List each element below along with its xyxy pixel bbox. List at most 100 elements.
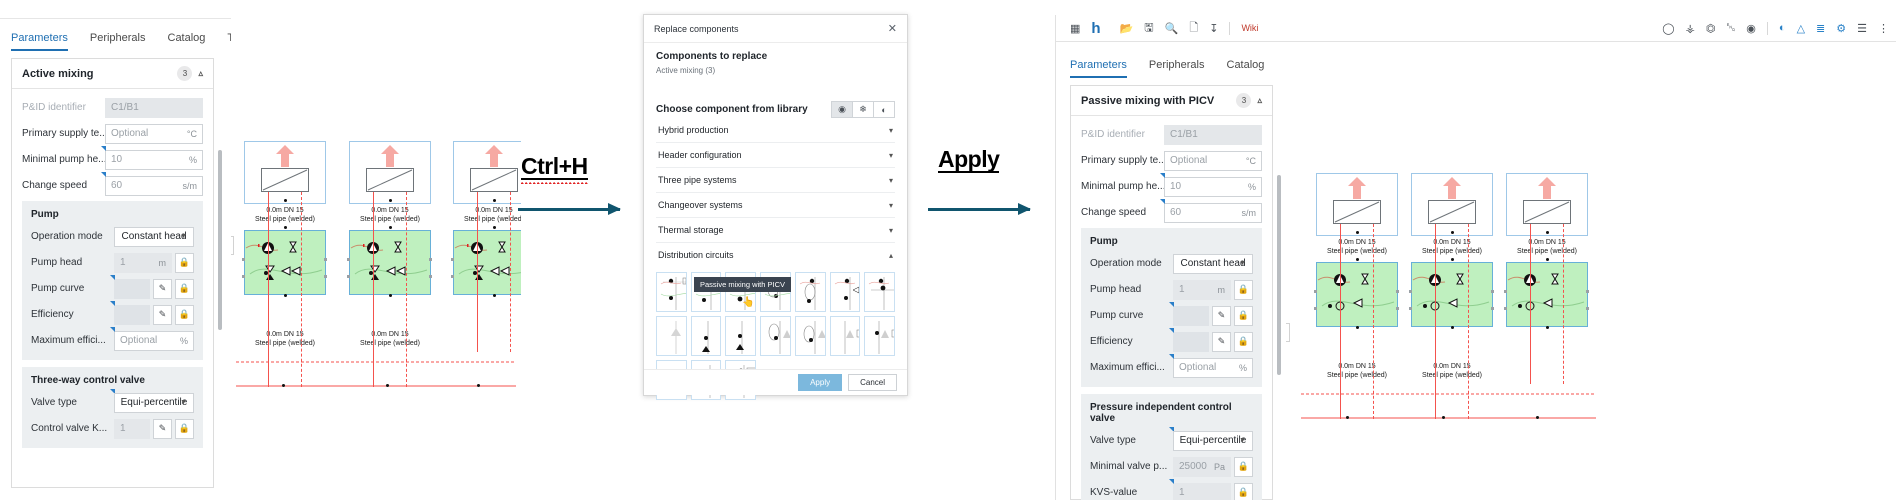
accordion-thermal-storage[interactable]: Thermal storage ▾	[656, 218, 895, 243]
app-toolbar[interactable]: ▦ h 📂 🖫 🔍 🗋 ↧ Wiki ◯ ⚶ ⏣ ␅ ◉ ◐ △ ≣ ⚙	[1056, 15, 1896, 42]
field-row[interactable]: Change speed 60 s/m	[22, 172, 203, 196]
cancel-button[interactable]: Cancel	[848, 374, 897, 391]
component-thumbnail[interactable]	[690, 316, 722, 356]
app-grid-icon[interactable]: ▦	[1070, 22, 1081, 35]
wiki-link[interactable]: Wiki	[1241, 23, 1259, 33]
component-thumbnail[interactable]	[794, 272, 826, 312]
new-document-icon[interactable]: 🗋	[1189, 21, 1199, 34]
field-row[interactable]: Pump head 1 m 🔒	[31, 252, 194, 273]
edit-icon[interactable]: ✎	[1212, 305, 1231, 326]
field-row[interactable]: Minimal pump he... 10 %	[1081, 173, 1262, 197]
right-panel-scrollbar[interactable]	[1277, 175, 1281, 375]
operation-mode-select[interactable]: Constant head ▼	[1173, 253, 1253, 274]
left-schematic-canvas[interactable]: ‹ 0.0m DN 15 Steel pipe (welded)	[231, 18, 521, 500]
close-icon[interactable]: ✕	[887, 23, 897, 35]
snowflake-icon[interactable]: ❄	[852, 101, 874, 118]
edit-icon[interactable]: ✎	[153, 418, 172, 439]
field-row[interactable]: KVS-value 1 🔒	[1090, 479, 1253, 500]
list-icon[interactable]: ☰	[1857, 22, 1867, 35]
field-row[interactable]: Pump curve ✎ 🔒	[1090, 302, 1253, 326]
measure-icon[interactable]: ⚶	[1685, 22, 1695, 35]
operation-mode-select[interactable]: Constant head ▼	[114, 226, 194, 247]
right-card-header[interactable]: Passive mixing with PICV 3 ▵	[1071, 86, 1272, 116]
schematic-unit[interactable]: 0.0m DN 15 Steel pipe (welded)	[242, 141, 327, 401]
tab-peripherals[interactable]: Peripherals	[1148, 59, 1205, 71]
table-icon[interactable]: ⏣	[1705, 22, 1716, 35]
refresh-icon[interactable]: ◉	[831, 101, 853, 118]
brand-logo-h[interactable]: h	[1091, 19, 1101, 37]
efficiency-field[interactable]	[114, 304, 150, 325]
maximum-efficiency-field[interactable]: Optional %	[1173, 357, 1253, 378]
lock-icon[interactable]: 🔒	[1234, 279, 1253, 300]
field-row[interactable]: Maximum effici... Optional %	[1090, 354, 1253, 378]
component-thumbnail[interactable]	[794, 316, 826, 356]
pump-curve-field[interactable]	[1173, 305, 1209, 326]
circuit-green-box[interactable]	[1316, 262, 1398, 327]
left-card-header[interactable]: Active mixing 3 ▵	[12, 59, 213, 89]
field-row[interactable]: Operation mode Constant head ▼	[31, 226, 194, 247]
lock-icon[interactable]: 🔒	[1234, 456, 1253, 477]
component-thumbnail[interactable]	[656, 272, 687, 312]
chart-icon[interactable]: ␅	[1726, 21, 1736, 34]
globe-icon[interactable]: ◉	[1746, 22, 1756, 35]
minimal-pump-head-field[interactable]: 10 %	[105, 149, 203, 170]
canvas-collapse-handle[interactable]: ‹	[231, 236, 234, 255]
field-row[interactable]: Primary supply te... Optional °C	[22, 123, 203, 144]
lock-icon[interactable]: 🔒	[175, 304, 194, 325]
minimal-pump-head-field[interactable]: 10 %	[1164, 176, 1262, 197]
circuit-green-box[interactable]	[349, 230, 431, 295]
efficiency-field[interactable]	[1173, 331, 1209, 352]
pid-identifier-field[interactable]: C1/B1	[1164, 124, 1262, 145]
accordion-header-configuration[interactable]: Header configuration ▾	[656, 143, 895, 168]
settings-icon[interactable]: ⚙	[1836, 22, 1847, 35]
field-row[interactable]: Minimal valve p... 25000 Pa 🔒	[1090, 456, 1253, 477]
accordion-distribution-circuits[interactable]: Distribution circuits ▴	[658, 250, 893, 260]
lock-icon[interactable]: 🔒	[175, 278, 194, 299]
gauge-icon[interactable]: ◐	[1778, 22, 1786, 34]
field-row[interactable]: Minimal pump he... 10 %	[22, 146, 203, 170]
field-row[interactable]: Valve type Equi-percentile ▼	[1090, 427, 1253, 451]
apply-button[interactable]: Apply	[798, 374, 843, 391]
tab-catalog[interactable]: Catalog	[167, 32, 206, 44]
field-row[interactable]: Pump curve ✎ 🔒	[31, 275, 194, 299]
flow-icon[interactable]: ≣	[1816, 22, 1826, 35]
primary-supply-temp-field[interactable]: Optional °C	[105, 123, 203, 144]
pump-curve-field[interactable]	[114, 278, 150, 299]
tab-parameters[interactable]: Parameters	[11, 32, 68, 51]
schematic-unit[interactable]: 0.0m DN 15 Steel pipe (welded)	[1314, 173, 1399, 433]
component-thumbnail[interactable]	[760, 316, 791, 356]
component-thumbnail[interactable]	[864, 316, 895, 356]
valve-type-select[interactable]: Equi-percentile ▼	[114, 392, 194, 413]
field-row[interactable]: Efficiency ✎ 🔒	[1090, 328, 1253, 352]
primary-supply-temp-field[interactable]: Optional °C	[1164, 150, 1262, 171]
lock-icon[interactable]: 🔒	[175, 418, 194, 439]
chevron-up-icon[interactable]: ▵	[198, 68, 203, 78]
open-folder-icon[interactable]: 📂	[1119, 22, 1134, 35]
replace-components-dialog[interactable]: Replace components ✕ Components to repla…	[643, 14, 908, 400]
view-mode-buttons[interactable]: ◉ ❄ ◐	[831, 101, 895, 118]
field-row[interactable]: Pump head 1 m 🔒	[1090, 279, 1253, 300]
accordion-hybrid-production[interactable]: Hybrid production ▾	[656, 118, 895, 143]
minimal-valve-pressure-field[interactable]: 25000 Pa	[1173, 456, 1231, 477]
accordion-three-pipe-systems[interactable]: Three pipe systems ▾	[656, 168, 895, 193]
help-icon[interactable]: ◐	[873, 101, 895, 118]
field-row[interactable]: Operation mode Constant head ▼	[1090, 253, 1253, 274]
edit-icon[interactable]: ✎	[153, 304, 172, 325]
field-row[interactable]: Primary supply te... Optional °C	[1081, 150, 1262, 171]
lock-icon[interactable]: 🔒	[1234, 331, 1253, 352]
edit-icon[interactable]: ✎	[1212, 331, 1231, 352]
schematic-unit[interactable]: 0.0m DN 15 Steel pipe (welded)	[1504, 173, 1589, 384]
lock-icon[interactable]: 🔒	[1234, 305, 1253, 326]
field-row[interactable]: Efficiency ✎ 🔒	[31, 301, 194, 325]
tab-peripherals[interactable]: Peripherals	[89, 32, 146, 44]
right-schematic-canvas[interactable]: ‹ 0.0m DN 15 Steel pipe (welded)	[1286, 60, 1896, 500]
schematic-unit[interactable]: 0.0m DN 15 Steel pipe (welded)	[451, 141, 521, 352]
pump-head-field[interactable]: 1 m	[1173, 279, 1231, 300]
valve-type-select[interactable]: Equi-percentile ▼	[1173, 430, 1253, 451]
lock-icon[interactable]: 🔒	[175, 252, 194, 273]
pid-identifier-field[interactable]: C1/B1	[105, 97, 203, 118]
component-thumbnail[interactable]	[725, 316, 757, 356]
save-icon[interactable]: 🖫	[1144, 21, 1154, 34]
component-thumbnail[interactable]	[829, 316, 861, 356]
edit-icon[interactable]: ✎	[153, 278, 172, 299]
